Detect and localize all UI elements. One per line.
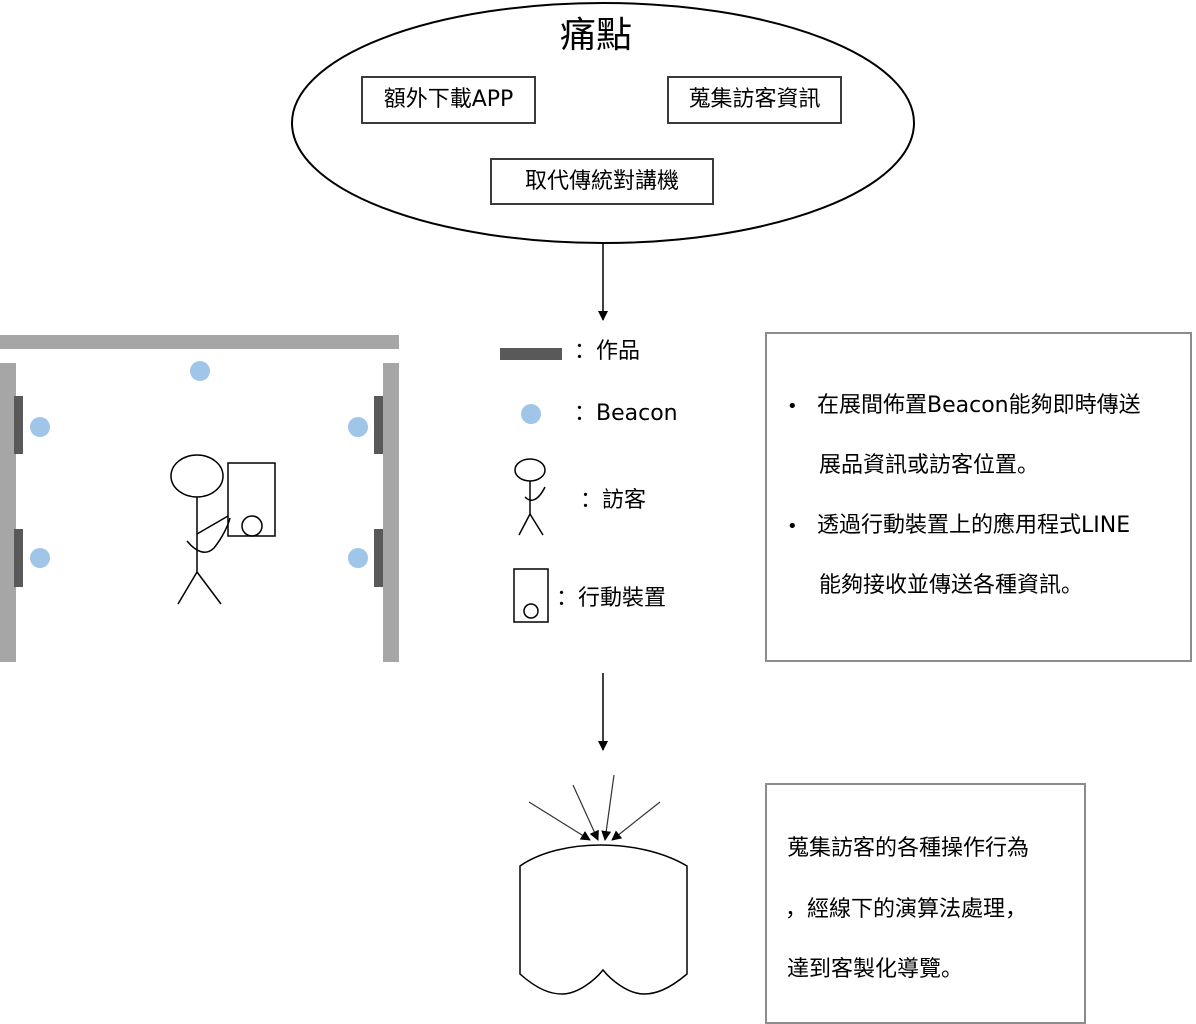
bullet-icon: • [787, 516, 798, 537]
info-bullet-1-line-2: 展品資訊或訪客位置。 [819, 453, 1040, 478]
beacon-dot [190, 361, 210, 381]
beacon-dot [348, 417, 368, 437]
pain-point-download-app: 額外下載APP [361, 76, 536, 124]
bullet-icon: • [787, 396, 798, 417]
legend-beacon-dot [521, 404, 541, 424]
visitor-figure [170, 454, 231, 605]
legend-artwork-swatch [500, 348, 562, 360]
result-line-1: 蒐集訪客的各種操作行為 [787, 836, 1030, 861]
beacon-dot [30, 548, 50, 568]
info-bullet-2-line-1: 透過行動裝置上的應用程式LINE [817, 513, 1131, 538]
pain-points-title: 痛點 [560, 15, 633, 56]
info-bullet-2-line-2: 能夠接收並傳送各種資訊。 [819, 573, 1084, 598]
artwork-left-2 [14, 529, 23, 587]
legend-device-icon [513, 568, 549, 623]
legend-device-label: ：行動裝置 [556, 586, 667, 611]
pain-point-collect-visitor-info: 蒐集訪客資訊 [667, 76, 842, 124]
legend-visitor-label: ：訪客 [580, 488, 647, 513]
artwork-right-2 [374, 529, 383, 587]
database-shape [519, 844, 688, 995]
result-line-2: ，經線下的演算法處理， [785, 897, 1028, 922]
result-line-3: 達到客製化導覽。 [787, 957, 964, 982]
beacon-dot [348, 548, 368, 568]
artwork-left-1 [14, 396, 23, 454]
room-right-wall [383, 363, 399, 662]
room-left-wall [0, 363, 16, 662]
artwork-right-1 [374, 396, 383, 454]
data-inflow-arrows [528, 774, 661, 841]
result-box: 蒐集訪客的各種操作行為 ，經線下的演算法處理， 達到客製化導覽。 [765, 783, 1086, 1024]
visitor-device [227, 462, 276, 537]
legend-artwork-label: ：作品 [574, 339, 641, 364]
beacon-dot [30, 417, 50, 437]
room-top-wall [0, 335, 399, 349]
legend-beacon-label: ：Beacon [574, 401, 678, 426]
info-bullet-1-line-1: 在展間佈置Beacon能夠即時傳送 [817, 393, 1141, 418]
info-box: • 在展間佈置Beacon能夠即時傳送 展品資訊或訪客位置。 • 透過行動裝置上… [765, 332, 1192, 662]
legend-visitor-icon [514, 458, 546, 536]
pain-point-replace-walkie-talkie: 取代傳統對講機 [490, 158, 714, 205]
